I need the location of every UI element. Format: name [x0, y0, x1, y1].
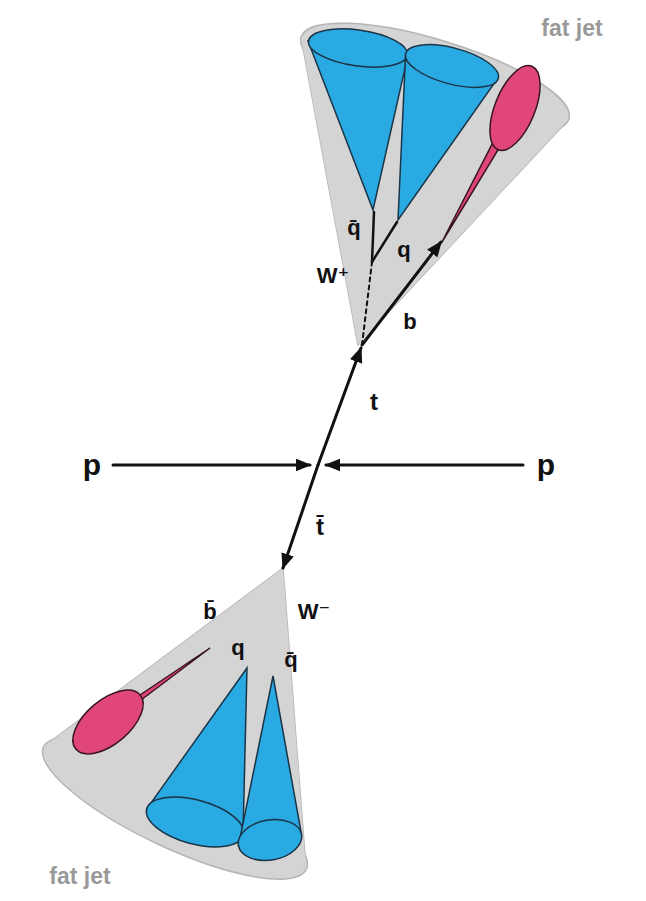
jet-label: fat jet	[49, 865, 110, 888]
fat-jet-cone	[301, 37, 569, 345]
proton-line	[326, 464, 523, 467]
antitop-line	[283, 465, 318, 568]
particle-label: t	[370, 390, 378, 414]
top-line	[318, 348, 361, 465]
bottom-fat-jet	[27, 568, 324, 901]
jet-label: fat jet	[541, 17, 602, 40]
quark-jet-rim	[401, 36, 503, 96]
quark-jet-rim	[235, 815, 305, 866]
particle-label: W⁺	[317, 265, 349, 287]
fat-jet-cone	[44, 568, 306, 869]
quark-jet-rim	[306, 23, 410, 73]
particle-label: q	[397, 239, 410, 261]
fat-jet-fill	[44, 568, 306, 869]
particle-label: p	[537, 450, 555, 480]
proton-line	[113, 464, 310, 467]
b-jet-rim	[62, 678, 155, 766]
quark-line	[372, 222, 397, 262]
fat-jet-fill	[301, 37, 569, 345]
quark-jet-rim	[141, 788, 249, 856]
particle-label: q̄	[284, 649, 297, 671]
particle-lines	[113, 212, 523, 568]
b-jet-rim	[480, 59, 551, 157]
particle-label: b	[403, 311, 416, 333]
particle-label: t̄	[316, 515, 324, 539]
particle-label: p	[83, 450, 101, 480]
particle-label: q̄	[347, 217, 360, 239]
antiquark-line	[372, 212, 374, 262]
particle-label: W⁻	[298, 601, 330, 623]
particle-label: b̄	[203, 601, 216, 623]
w-boson-line	[362, 262, 372, 345]
top-fat-jet	[290, 1, 580, 345]
particle-label: q	[231, 637, 244, 659]
